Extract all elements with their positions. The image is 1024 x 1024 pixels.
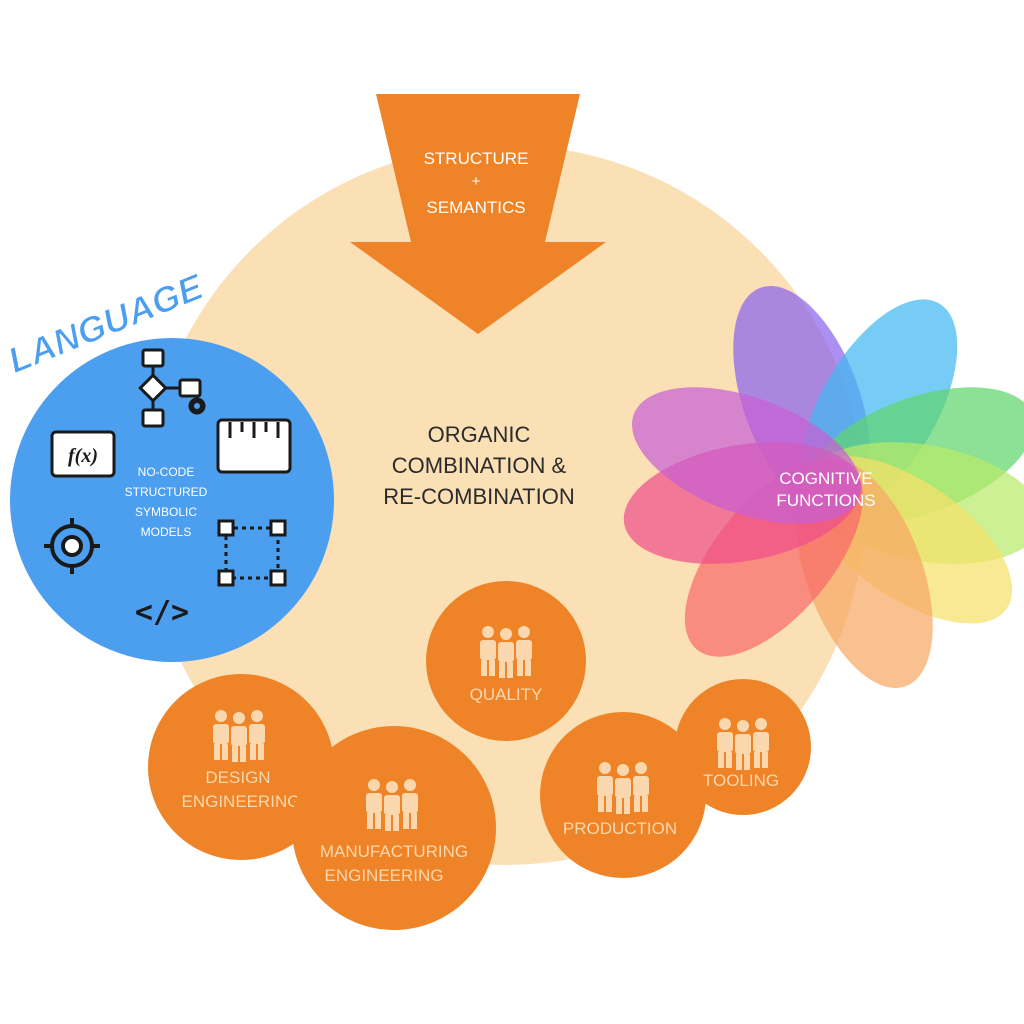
flower-petals <box>623 286 1024 688</box>
language-line-2: STRUCTURED <box>125 485 208 499</box>
team-manufacturing-engineering: MANUFACTURING ENGINEERING <box>292 726 496 930</box>
language-line-1: NO-CODE <box>138 465 195 479</box>
flower-line-2: FUNCTIONS <box>776 491 875 510</box>
diagram-icon <box>217 519 287 587</box>
team-tooling: TOOLING <box>675 679 811 815</box>
flower-line-1: COGNITIVE <box>779 469 873 488</box>
center-line-2: COMBINATION & <box>392 453 567 478</box>
arrow-line-1: STRUCTURE <box>424 149 529 168</box>
manufacturing-line-2: ENGINEERING <box>324 866 443 885</box>
production-label: PRODUCTION <box>563 819 677 838</box>
team-production: PRODUCTION <box>540 712 706 878</box>
arrow-line-2: + <box>472 173 481 190</box>
cognitive-functions-flower: COGNITIVE FUNCTIONS <box>623 286 1024 688</box>
structure-semantics-arrow: STRUCTURE + SEMANTICS <box>350 94 606 334</box>
manufacturing-line-1: MANUFACTURING <box>320 842 468 861</box>
design-circle <box>148 674 334 860</box>
language-line-3: SYMBOLIC <box>135 505 197 519</box>
design-line-1: DESIGN <box>205 768 270 787</box>
function-glyph: f(x) <box>68 445 98 467</box>
design-line-2: ENGINEERING <box>181 792 300 811</box>
team-quality: QUALITY <box>426 581 586 741</box>
code-icon: </> <box>135 595 189 630</box>
target-icon <box>44 518 100 574</box>
language-line-4: MODELS <box>141 525 192 539</box>
flowchart-icon <box>138 348 206 428</box>
background-circle <box>145 145 865 865</box>
ruler-icon <box>216 418 292 474</box>
arrow-line-3: SEMANTICS <box>426 198 525 217</box>
function-icon: f(x) <box>50 430 116 478</box>
flower-petal <box>632 387 861 524</box>
down-arrow-icon <box>350 94 606 334</box>
tooling-label: TOOLING <box>703 771 779 790</box>
center-line-3: RE-COMBINATION <box>383 484 574 509</box>
center-line-1: ORGANIC <box>428 422 531 447</box>
team-design-engineering: DESIGN ENGINEERING <box>148 674 334 860</box>
quality-label: QUALITY <box>470 685 543 704</box>
center-label: ORGANIC COMBINATION & RE-COMBINATION <box>383 422 574 509</box>
